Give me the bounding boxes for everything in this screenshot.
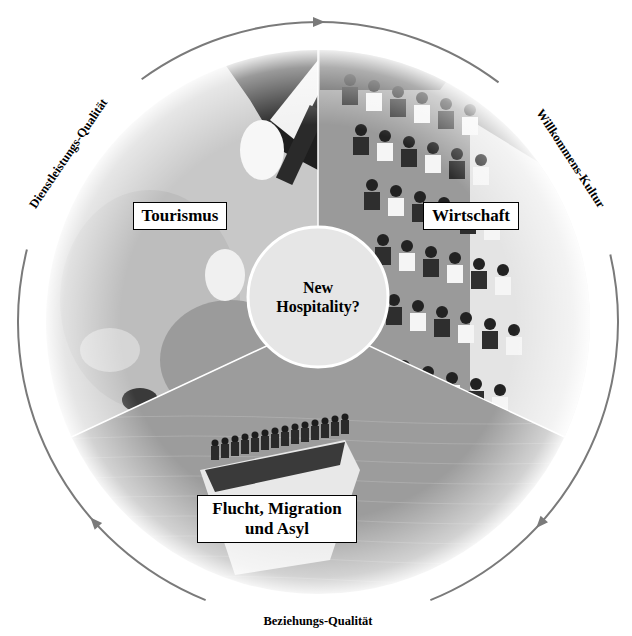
vignette xyxy=(45,49,591,595)
node-text: Flucht, Migration und Asyl xyxy=(206,499,348,538)
cycle-label: Dienstleistungs-Qualität xyxy=(26,95,112,213)
center-circle: New Hospitality? xyxy=(246,225,390,369)
node-text: Tourismus xyxy=(142,206,219,226)
cycle-arrowhead xyxy=(536,516,548,528)
sector-label-box: Wirtschaft xyxy=(423,202,519,231)
node-text: New Hospitality? xyxy=(263,278,373,316)
cycle-arrowhead xyxy=(90,518,102,530)
cycle-arc xyxy=(142,22,499,82)
cycle-arrowhead xyxy=(313,17,325,27)
circle-outline xyxy=(246,225,390,369)
cycle-arc xyxy=(430,255,618,601)
cycle-label: Willkommens-Kultur xyxy=(531,105,607,212)
cycle-label: Beziehungs-Qualität xyxy=(261,615,374,629)
node-text: Wirtschaft xyxy=(432,206,510,226)
cycle-arc xyxy=(18,249,206,600)
sector-label-box: Flucht, Migration und Asyl xyxy=(197,495,357,543)
sector-label-box: Tourismus xyxy=(133,202,228,231)
